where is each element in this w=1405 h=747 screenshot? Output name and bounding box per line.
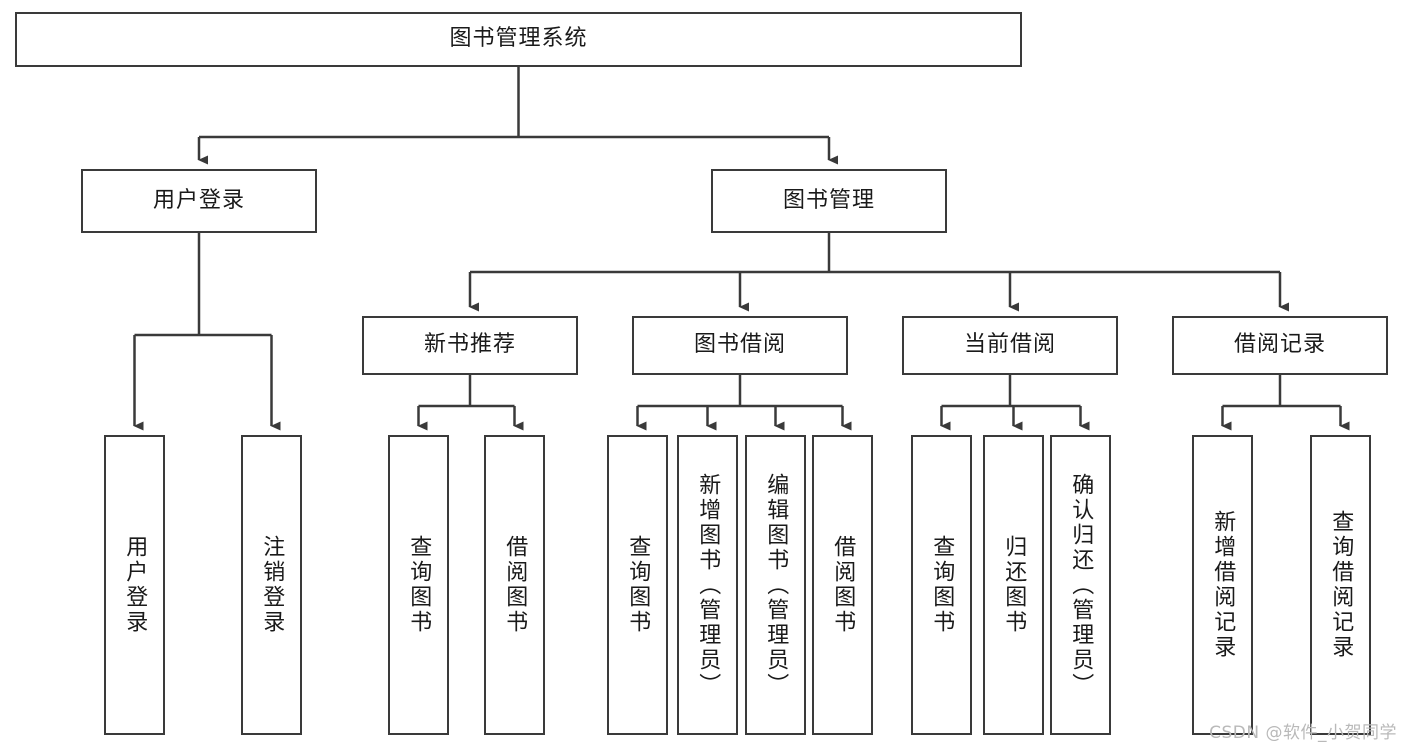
leaf-node-label: 确认归还（管理员） (1068, 472, 1094, 698)
leaf-node-label: 新增借阅记录 (1210, 510, 1236, 660)
node-book-borrow-label: 图书借阅 (693, 332, 786, 358)
leaf-node[interactable]: 新增借阅记录 (1192, 435, 1253, 735)
leaf-node-label: 注销登录 (259, 535, 285, 635)
leaf-node-label: 编辑图书（管理员） (763, 472, 789, 698)
leaf-node[interactable]: 查询图书 (911, 435, 972, 735)
node-book-management[interactable]: 图书管理 (711, 169, 947, 233)
leaf-node-label: 查询借阅记录 (1328, 510, 1354, 660)
leaf-node[interactable]: 编辑图书（管理员） (745, 435, 806, 735)
leaf-node-label: 查询图书 (406, 535, 432, 635)
node-current-borrow[interactable]: 当前借阅 (902, 316, 1118, 375)
leaf-node[interactable]: 借阅图书 (484, 435, 545, 735)
node-new-book-recommend-label: 新书推荐 (423, 332, 516, 358)
node-current-borrow-label: 当前借阅 (963, 332, 1056, 358)
node-book-management-label: 图书管理 (782, 187, 875, 213)
leaf-node[interactable]: 查询图书 (388, 435, 449, 735)
leaf-node-label: 用户登录 (122, 535, 148, 635)
leaf-node-label: 归还图书 (1001, 535, 1027, 635)
node-book-borrow[interactable]: 图书借阅 (632, 316, 848, 375)
leaf-node-label: 借阅图书 (502, 535, 528, 635)
leaf-node[interactable]: 查询图书 (607, 435, 668, 735)
leaf-node[interactable]: 新增图书（管理员） (677, 435, 738, 735)
node-borrow-record[interactable]: 借阅记录 (1172, 316, 1388, 375)
leaf-node[interactable]: 注销登录 (241, 435, 302, 735)
node-root-label: 图书管理系统 (449, 26, 588, 52)
leaf-node-label: 借阅图书 (830, 535, 856, 635)
leaf-node[interactable]: 借阅图书 (812, 435, 873, 735)
leaf-node[interactable]: 查询借阅记录 (1310, 435, 1371, 735)
leaf-node-label: 查询图书 (625, 535, 651, 635)
node-user-login-label: 用户登录 (152, 187, 245, 213)
leaf-node[interactable]: 用户登录 (104, 435, 165, 735)
node-new-book-recommend[interactable]: 新书推荐 (362, 316, 578, 375)
leaf-node[interactable]: 归还图书 (983, 435, 1044, 735)
node-borrow-record-label: 借阅记录 (1233, 332, 1326, 358)
node-root[interactable]: 图书管理系统 (15, 12, 1022, 67)
leaf-node-label: 新增图书（管理员） (695, 472, 721, 698)
node-user-login[interactable]: 用户登录 (81, 169, 317, 233)
leaf-node-label: 查询图书 (929, 535, 955, 635)
leaf-node[interactable]: 确认归还（管理员） (1050, 435, 1111, 735)
